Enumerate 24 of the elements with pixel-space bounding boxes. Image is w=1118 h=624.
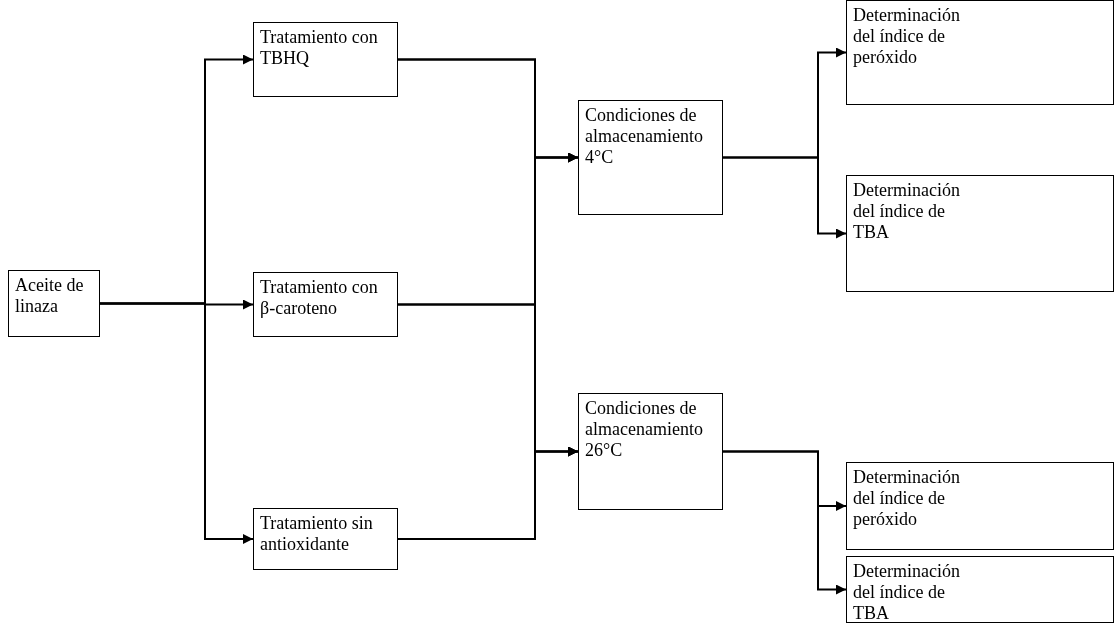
box-label: Determinación del índice de TBA <box>853 561 961 624</box>
process-box <box>578 393 723 510</box>
process-box <box>253 508 398 570</box>
arrow <box>99 302 254 544</box>
box-label: Condiciones de almacenamiento 26°C <box>585 398 704 461</box>
process-box <box>8 270 100 337</box>
box-label: Tratamiento con TBHQ <box>260 27 379 69</box>
process-box <box>846 175 1114 292</box>
arrow <box>722 156 847 239</box>
box-label: Determinación del índice de TBA <box>853 180 961 243</box>
process-box <box>253 22 398 97</box>
process-box <box>846 0 1114 105</box>
arrow <box>722 450 847 595</box>
arrow <box>397 446 579 540</box>
box-label: Tratamiento con β-caroteno <box>260 277 379 319</box>
box-label: Condiciones de almacenamiento 4°C <box>585 105 704 168</box>
box-label: Determinación del índice de peróxido <box>853 467 961 530</box>
box-label: Determinación del índice de peróxido <box>853 5 961 68</box>
box-label: Tratamiento sin antioxidante <box>260 513 374 555</box>
process-box <box>253 272 398 337</box>
process-box <box>846 556 1114 623</box>
box-label: Aceite de linaza <box>15 275 85 317</box>
process-box <box>578 100 723 215</box>
process-box <box>846 462 1114 550</box>
